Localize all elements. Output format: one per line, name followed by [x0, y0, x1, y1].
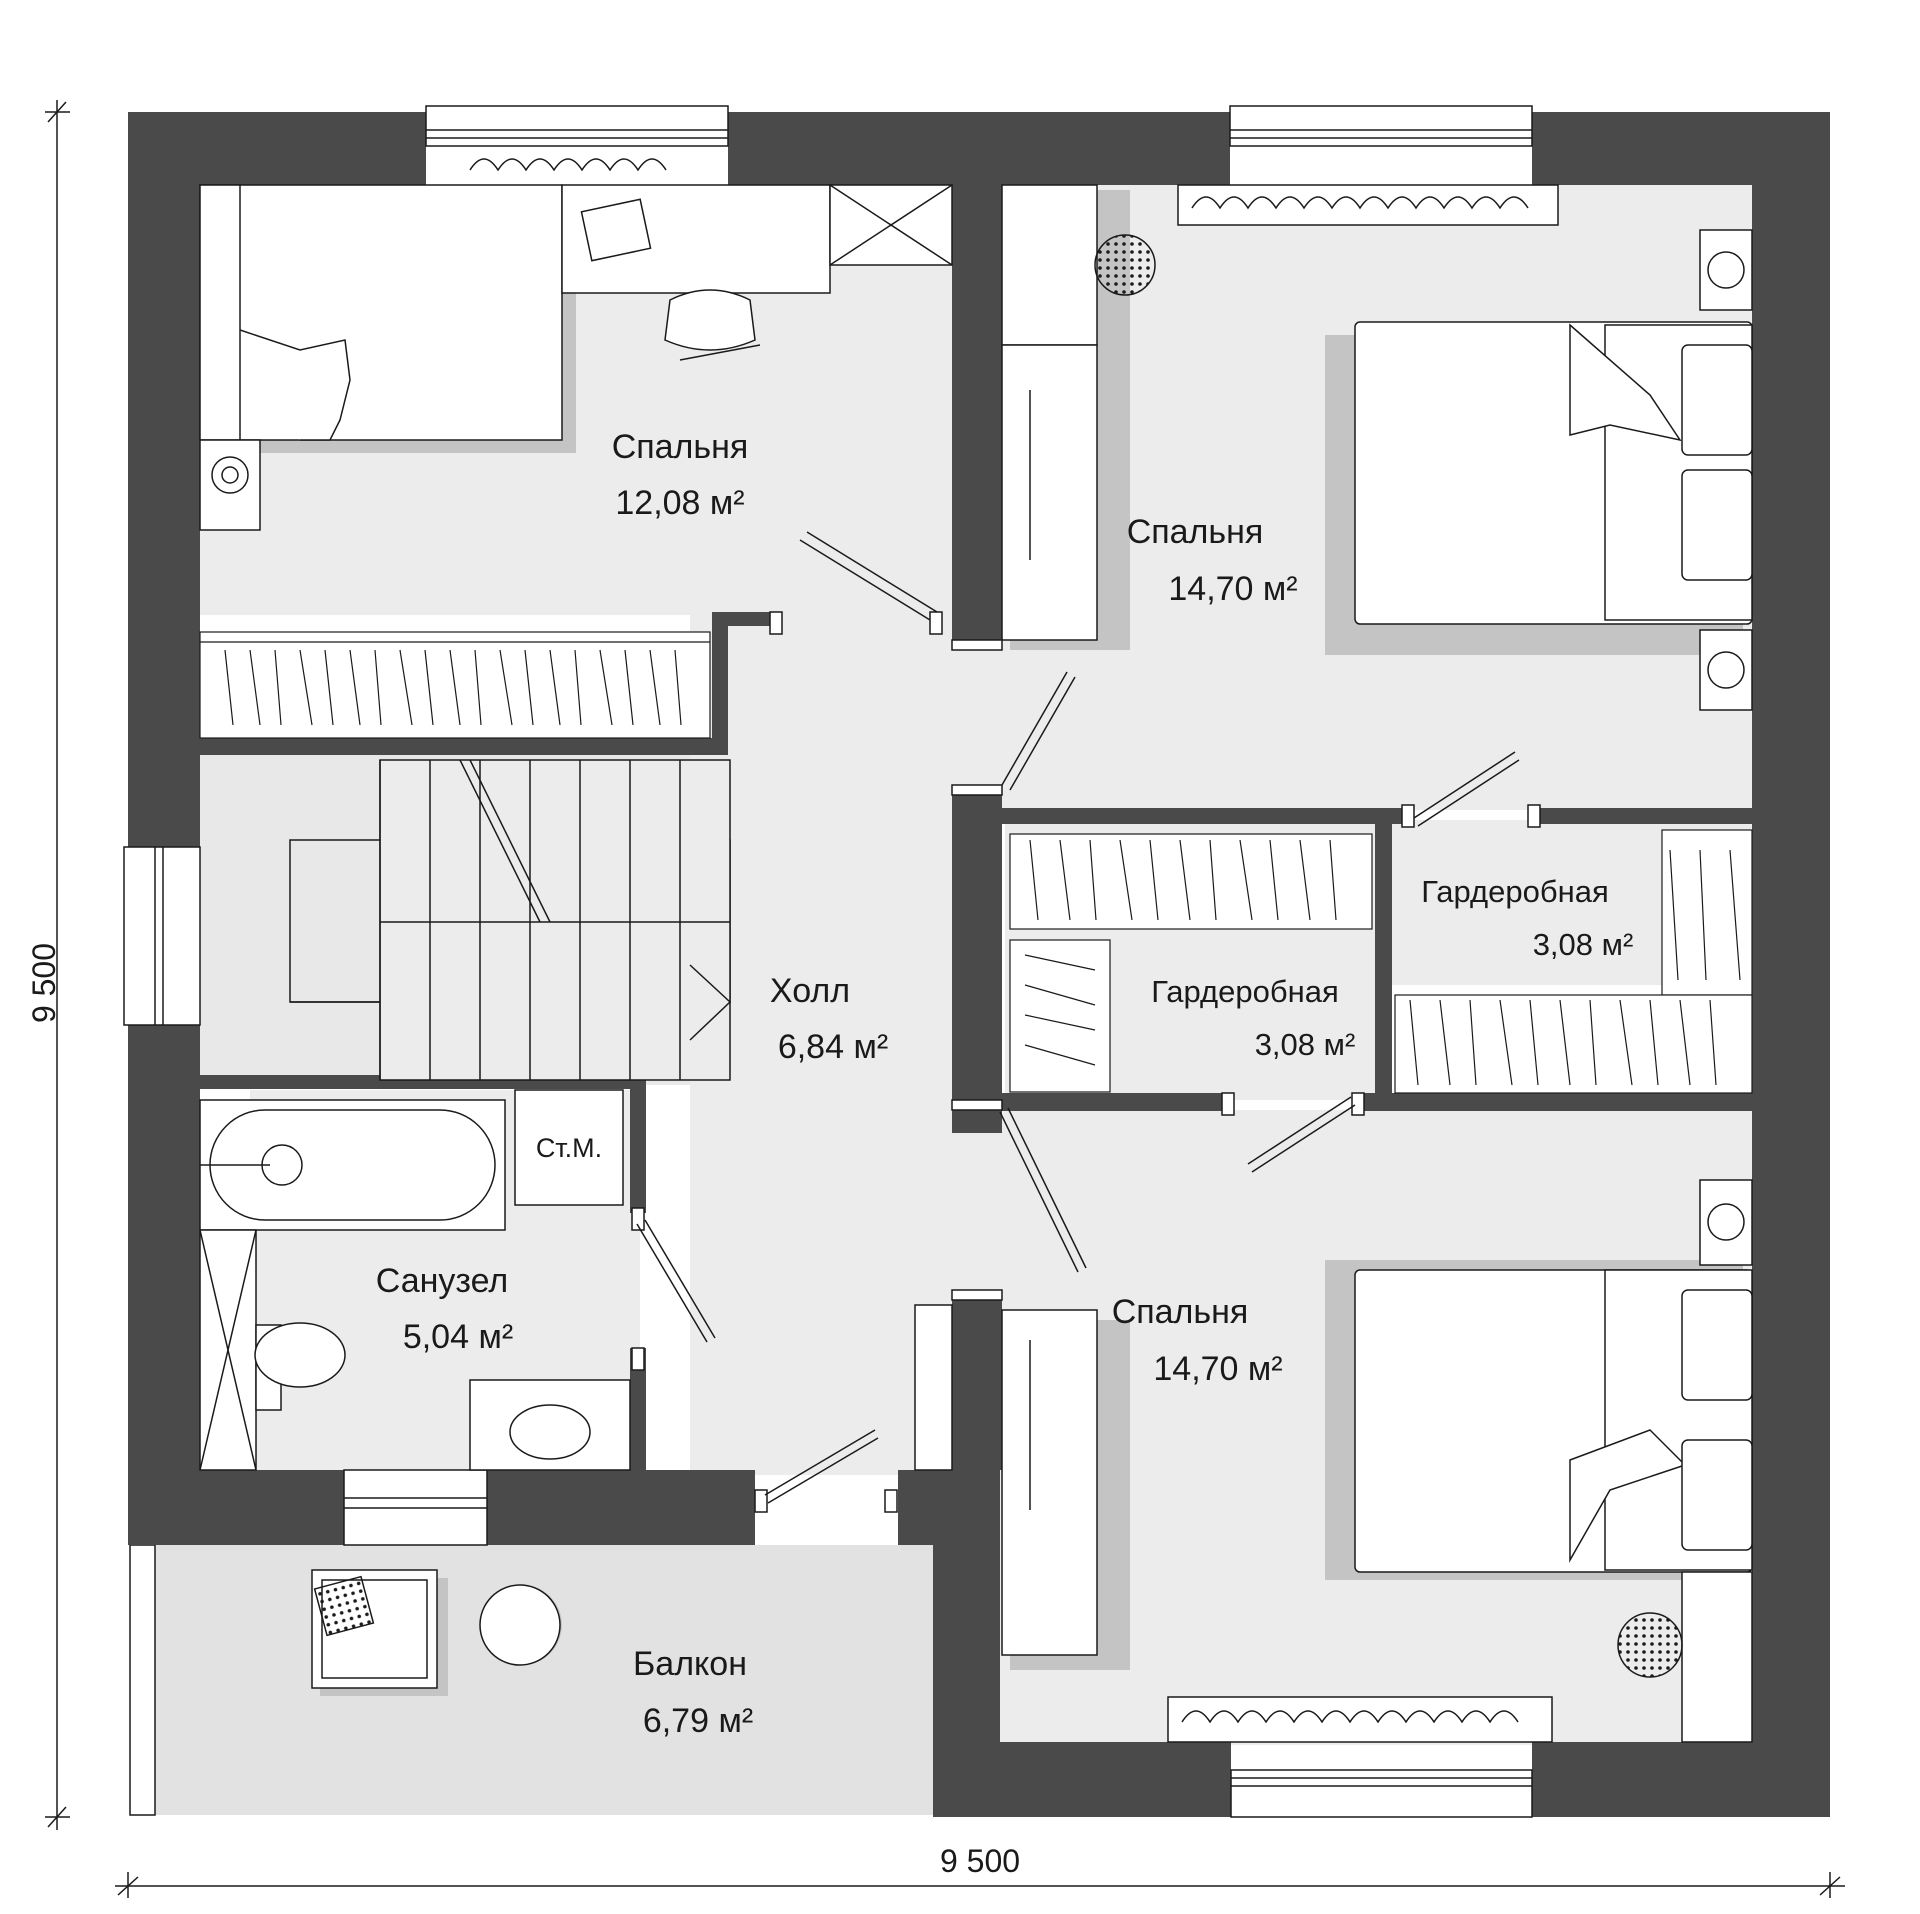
wardrobe-strip-1	[199, 631, 711, 739]
room-name: Санузел	[376, 1262, 508, 1300]
room-name: Гардеробная	[1421, 874, 1609, 909]
bathroom-fixtures	[199, 1089, 631, 1471]
room-name: Спальня	[1112, 1293, 1249, 1331]
dimension-lines	[45, 100, 1845, 1898]
bedroom-1-furniture	[199, 184, 953, 531]
room-area: 3,08 м²	[1255, 1027, 1356, 1062]
room-area: 14,70 м²	[1153, 1350, 1282, 1388]
room-area: 5,04 м²	[403, 1318, 513, 1356]
doors	[631, 531, 1541, 1513]
room-name: Холл	[770, 972, 850, 1010]
curtains	[469, 158, 1559, 1743]
bedroom-3-furniture	[914, 1179, 1753, 1743]
windows	[123, 105, 1533, 1818]
room-area: 6,84 м²	[778, 1028, 888, 1066]
room-area: 6,79 м²	[643, 1702, 753, 1740]
room-area: 3,08 м²	[1533, 927, 1634, 962]
room-name: Гардеробная	[1151, 974, 1339, 1009]
washing-machine-label: Ст.М.	[536, 1133, 602, 1163]
width-dimension-label: 9 500	[940, 1843, 1020, 1879]
height-dimension-label: 9 500	[26, 943, 62, 1023]
room-area: 14,70 м²	[1168, 570, 1297, 608]
room-area: 12,08 м²	[615, 484, 744, 522]
wardrobe-rooms-furniture	[1009, 829, 1753, 1094]
bedroom-2-furniture	[1001, 184, 1753, 711]
room-name: Балкон	[633, 1645, 747, 1683]
room-name: Спальня	[612, 428, 749, 466]
staircase	[289, 759, 732, 1081]
walls	[128, 112, 1830, 1817]
balcony-furniture	[311, 1569, 562, 1696]
room-name: Спальня	[1127, 513, 1264, 551]
room-labels: Спальня 12,08 м² Спальня 14,70 м² Спальн…	[376, 428, 1634, 1740]
